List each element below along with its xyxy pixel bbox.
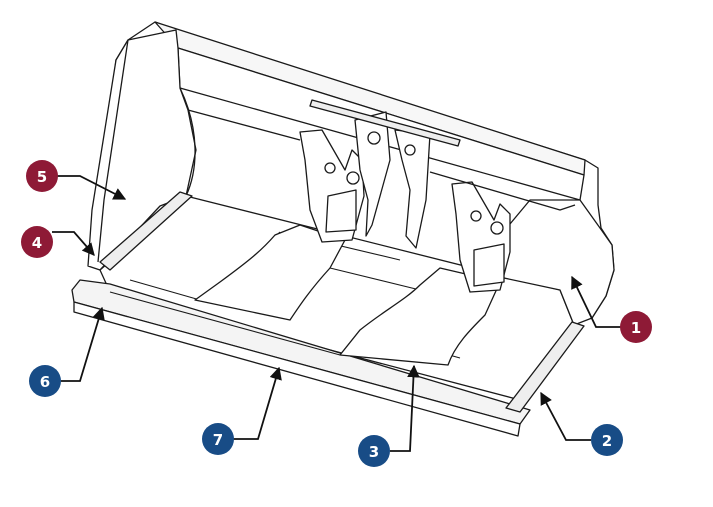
center-arm-hole: [367, 131, 381, 145]
leader-2: [540, 391, 591, 441]
center-arm-right: [394, 129, 431, 249]
leader-6: [61, 306, 105, 382]
callout-5: 5: [26, 160, 58, 192]
left-hitch-hole: [324, 162, 336, 174]
callout-7: 7: [202, 423, 234, 455]
top-cross-bar: [309, 99, 461, 147]
right-hitch-hole: [470, 210, 482, 222]
leader-5: [56, 175, 127, 200]
left-curve-line: [179, 87, 196, 197]
leader-4: [52, 231, 95, 256]
leader-1: [571, 275, 621, 328]
callout-2: 2: [591, 424, 623, 456]
callout-1-label: 1: [631, 319, 641, 337]
callout-7-label: 7: [213, 431, 223, 449]
left-side-edge: [97, 39, 129, 263]
callout-1: 1: [620, 311, 652, 343]
callout-3-label: 3: [369, 443, 379, 461]
callouts: 1 2 3 4 5 6 7: [21, 160, 652, 467]
left-wear-strip: [99, 191, 193, 271]
callout-4-label: 4: [32, 234, 42, 252]
leader-7: [233, 366, 282, 440]
callout-6: 6: [29, 365, 61, 397]
right-hitch-detail: [473, 243, 505, 287]
callout-2-label: 2: [602, 432, 612, 450]
left-hitch-detail: [325, 189, 357, 233]
left-hitch-pin: [346, 171, 360, 185]
callout-4: 4: [21, 226, 53, 258]
leader-lines: [52, 175, 621, 452]
center-arm-hole-2: [404, 144, 416, 156]
leader-3: [390, 364, 420, 452]
right-hitch-pin: [490, 221, 504, 235]
bucket-drawing: [71, 21, 615, 437]
rear-frame-line: [187, 109, 576, 211]
right-wear-strip: [505, 321, 585, 413]
callout-5-label: 5: [37, 168, 47, 186]
callout-6-label: 6: [40, 373, 50, 391]
right-pedal-ramp: [339, 267, 501, 366]
callout-3: 3: [358, 435, 390, 467]
cutting-edge-face: [73, 301, 521, 437]
